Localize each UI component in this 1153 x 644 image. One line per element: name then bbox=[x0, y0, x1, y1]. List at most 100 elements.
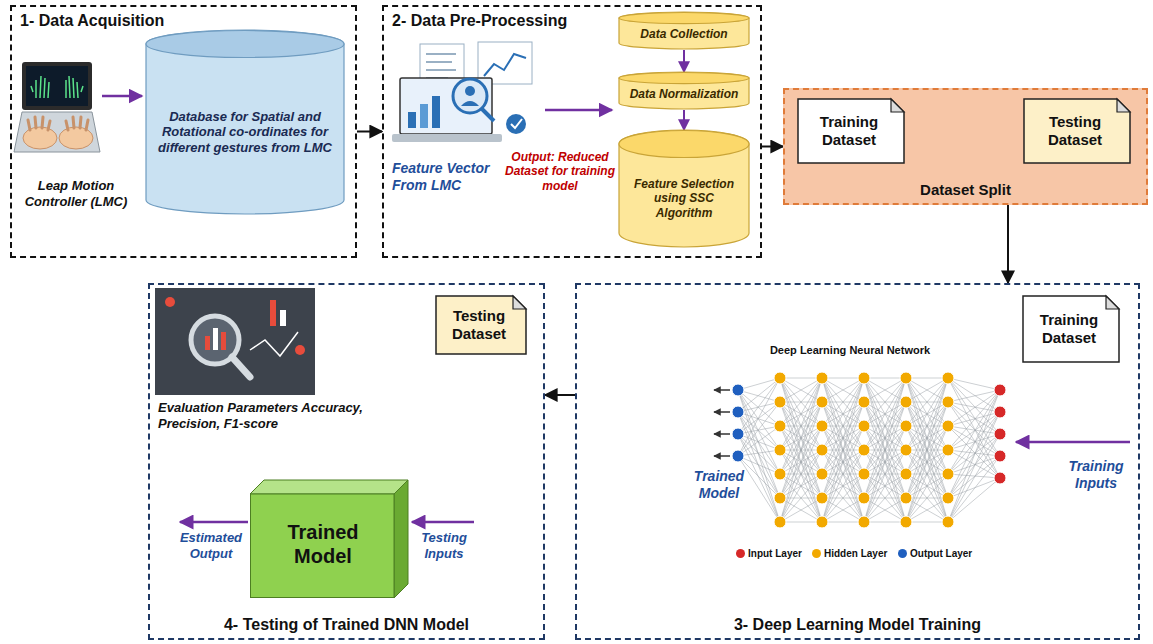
evaluation-illustration bbox=[221, 332, 226, 350]
evaluation-illustration bbox=[155, 288, 315, 395]
neural-network-illustration bbox=[906, 378, 948, 498]
legend-swatch bbox=[736, 549, 745, 558]
neural-network-illustration bbox=[948, 412, 1000, 498]
neural-network-illustration bbox=[774, 516, 786, 528]
legend-text: Hidden Layer bbox=[824, 548, 887, 559]
flow-arrow bbox=[545, 394, 575, 396]
split-panel: Dataset SplitTraining DatasetTesting Dat… bbox=[783, 88, 1148, 205]
neural-network-illustration bbox=[864, 402, 906, 522]
flow-label: Trained Model bbox=[686, 468, 752, 502]
neural-network-illustration bbox=[858, 444, 870, 456]
lmc-laptop-illustration bbox=[14, 62, 142, 152]
neural-network-illustration bbox=[948, 456, 1000, 522]
input-arrows bbox=[412, 521, 474, 524]
neural-network-illustration bbox=[732, 450, 744, 462]
neural-network-illustration bbox=[822, 450, 864, 522]
dataset-document: Training Dataset bbox=[1022, 295, 1120, 363]
neural-network-illustration bbox=[948, 426, 1000, 456]
neural-network-illustration bbox=[780, 402, 822, 522]
device-label: Leap Motion Controller (LMC) bbox=[12, 178, 140, 209]
neural-network-illustration bbox=[858, 396, 870, 408]
neural-network-illustration bbox=[780, 450, 822, 522]
panel-title: 4- Testing of Trained DNN Model bbox=[224, 615, 469, 634]
neural-network-illustration bbox=[780, 378, 822, 402]
neural-network-illustration bbox=[948, 434, 1000, 522]
neural-network-illustration bbox=[948, 390, 1000, 474]
evaluation-illustration bbox=[250, 332, 298, 356]
neural-network-illustration bbox=[942, 492, 954, 504]
neural-network-illustration bbox=[780, 378, 822, 450]
neural-network-illustration bbox=[774, 468, 786, 480]
neural-network-illustration bbox=[774, 372, 786, 384]
input-arrows bbox=[1016, 441, 1130, 444]
neural-network-illustration bbox=[948, 426, 1000, 478]
analysis-laptop-illustration bbox=[420, 104, 428, 128]
analysis-laptop-illustration bbox=[511, 119, 522, 128]
neural-network-illustration bbox=[994, 384, 1006, 396]
panel-title: Dataset Split bbox=[920, 181, 1011, 199]
neural-network-illustration bbox=[714, 455, 730, 457]
neural-network-illustration bbox=[948, 456, 1000, 498]
neural-network-illustration bbox=[774, 396, 786, 408]
flow-arrow bbox=[357, 131, 382, 133]
neural-network-illustration bbox=[780, 378, 822, 498]
neural-network-illustration bbox=[732, 406, 744, 418]
neural-network-illustration bbox=[948, 450, 1000, 478]
flow-arrow bbox=[683, 50, 685, 72]
stage-panel: 4- Testing of Trained DNN Model Testing D… bbox=[148, 283, 545, 640]
evaluation-illustration bbox=[213, 328, 218, 350]
output-note-box: Output: Reduced Dataset for training mod… bbox=[505, 150, 615, 193]
neural-network-illustration bbox=[900, 468, 912, 480]
neural-network-illustration bbox=[948, 378, 1000, 390]
dataset-document: Testing Dataset bbox=[435, 295, 527, 355]
neural-network-illustration bbox=[858, 492, 870, 504]
neural-network-illustration bbox=[948, 378, 1000, 478]
node-text: Data Normalization bbox=[630, 87, 739, 101]
neural-network-illustration bbox=[780, 378, 822, 498]
neural-network-illustration bbox=[774, 492, 786, 504]
neural-network-illustration bbox=[780, 498, 822, 522]
neural-network-illustration bbox=[816, 468, 828, 480]
neural-network-illustration bbox=[780, 450, 822, 522]
neural-network-illustration bbox=[774, 420, 786, 432]
neural-network-illustration bbox=[864, 378, 906, 498]
lmc-laptop-illustration bbox=[26, 66, 88, 106]
neural-network-illustration bbox=[738, 390, 780, 450]
neural-network-illustration bbox=[948, 456, 1000, 474]
network-title: Deep Learning Neural Network bbox=[750, 344, 950, 357]
analysis-laptop-illustration bbox=[453, 79, 487, 113]
flow-label-box: Trained Model bbox=[686, 468, 752, 502]
neural-network-illustration bbox=[816, 372, 828, 384]
neural-network-illustration bbox=[732, 428, 744, 440]
neural-network-illustration bbox=[822, 378, 864, 450]
neural-network-illustration bbox=[714, 372, 1006, 528]
neural-network-illustration bbox=[900, 516, 912, 528]
neural-network-illustration bbox=[906, 402, 948, 522]
neural-network-illustration bbox=[942, 444, 954, 456]
neural-network-illustration bbox=[900, 396, 912, 408]
lmc-laptop-illustration bbox=[59, 127, 93, 149]
neural-network-illustration bbox=[822, 378, 864, 498]
neural-network-illustration bbox=[948, 402, 1000, 456]
neural-network-illustration bbox=[732, 384, 744, 396]
legend-text: Output Layer bbox=[910, 548, 972, 559]
lmc-laptop-illustration bbox=[66, 76, 83, 98]
neural-network-illustration bbox=[948, 478, 1000, 498]
stage-panel: 3- Deep Learning Model TrainingTraining … bbox=[575, 283, 1140, 640]
analysis-laptop-illustration bbox=[482, 109, 494, 121]
analysis-laptop-illustration bbox=[392, 134, 502, 142]
input-arrows bbox=[180, 521, 248, 524]
database-cylinder: Database for Spatial and Rotational co-o… bbox=[145, 30, 345, 215]
dataset-document: Training Dataset bbox=[797, 98, 905, 164]
feature-label: Feature Vector From LMC bbox=[392, 160, 512, 194]
neural-network-illustration bbox=[738, 390, 780, 498]
neural-network-illustration bbox=[948, 390, 1000, 522]
neural-network-illustration bbox=[738, 378, 780, 390]
neural-network-illustration bbox=[822, 498, 864, 522]
neural-network-illustration bbox=[780, 378, 822, 450]
metrics-label: Evaluation Parameters Accuracy, Precisio… bbox=[158, 400, 380, 431]
neural-network-illustration bbox=[942, 516, 954, 528]
legend-item: Input Layer bbox=[736, 548, 802, 559]
